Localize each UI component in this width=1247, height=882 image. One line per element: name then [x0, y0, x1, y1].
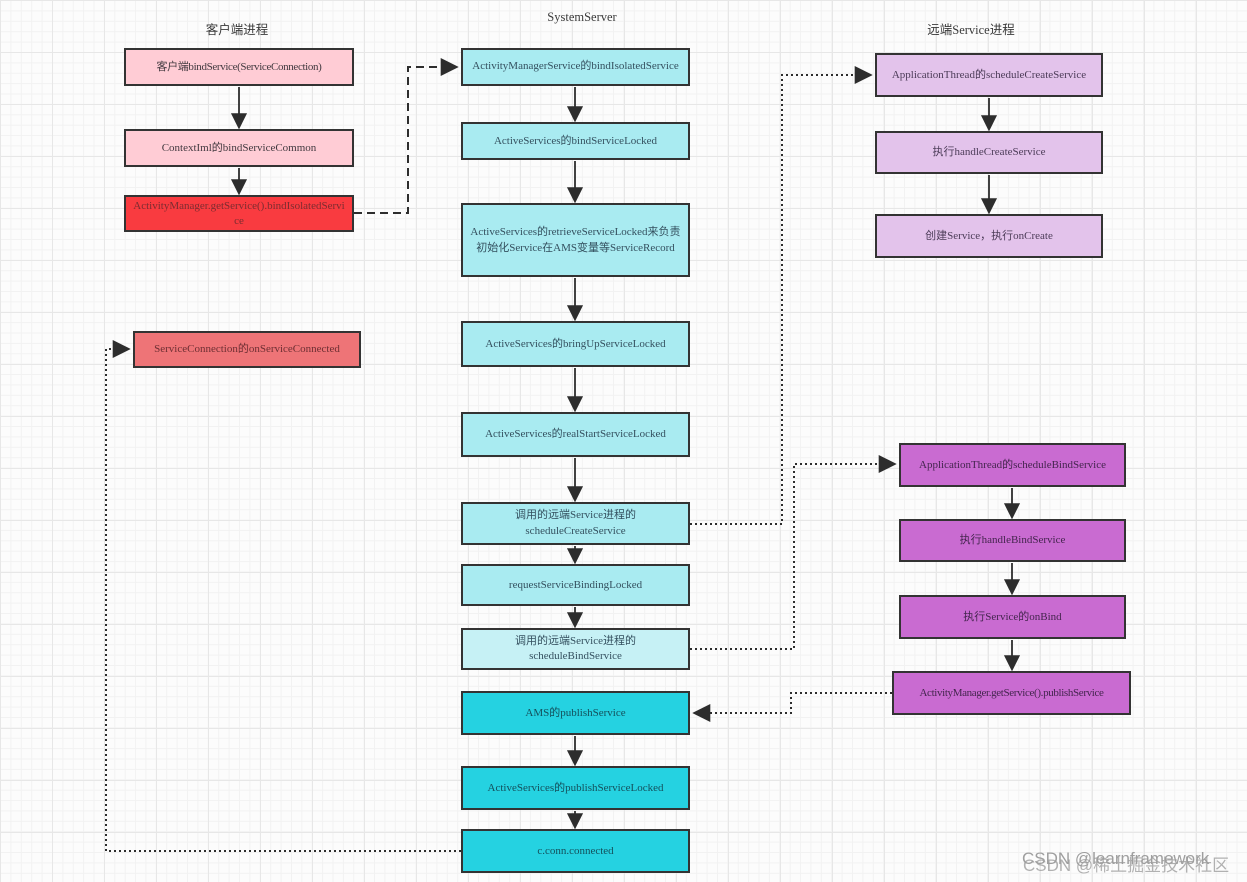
column-title-client-process: 客户端进程 [205, 23, 269, 37]
csdn-watermark: CSDN @learnframework CSDN @稀土掘金技术社区 [1022, 849, 1247, 875]
node-activeservices-retrieveservicelocked: ActiveServices的retrieveServiceLocked来负责初… [461, 203, 690, 277]
node-serviceconnection-onserviceconnected: ServiceConnection的onServiceConnected [133, 331, 361, 368]
node-handlecreateservice: 执行handleCreateService [875, 131, 1103, 174]
node-applicationthread-schedulebindservice: ApplicationThread的scheduleBindService [899, 443, 1126, 487]
node-applicationthread-schedulecreateservice: ApplicationThread的scheduleCreateService [875, 53, 1103, 97]
node-client-bindservice: 客户端bindService(ServiceConnection) [124, 48, 354, 86]
watermark-text-latin: CSDN @learnframework [1022, 849, 1210, 868]
node-activitymanager-publishservice: ActivityManager.getService().publishServ… [892, 671, 1131, 715]
edge-m8-to-r4-dotted [690, 455, 897, 650]
node-ams-publishservice: AMS的publishService [461, 691, 690, 735]
column-title-system-server: SystemServer [547, 10, 617, 24]
node-requestservicebindinglocked: requestServiceBindingLocked [461, 564, 690, 606]
edge-l3-to-m1-dashed [354, 58, 459, 214]
node-activitymanager-bindisolatedservice: ActivityManager.getService().bindIsolate… [124, 195, 354, 232]
node-cconn-connected: c.conn.connected [461, 829, 690, 873]
edge-r7-to-m9-dotted [692, 692, 892, 722]
node-ams-bindisolatedservice: ActivityManagerService的bindIsolatedServi… [461, 48, 690, 86]
column-title-remote-service-process: 远端Service进程 [927, 23, 1015, 37]
node-activeservices-publishservicelocked: ActiveServices的publishServiceLocked [461, 766, 690, 810]
node-activeservices-bringupservicelocked: ActiveServices的bringUpServiceLocked [461, 321, 690, 367]
node-create-service-oncreate: 创建Service，执行onCreate [875, 214, 1103, 258]
node-service-onbind: 执行Service的onBind [899, 595, 1126, 639]
watermark-text-cjk: CSDN @稀土掘金技术社区 [1023, 856, 1230, 875]
edge-m11-to-l4-dotted [105, 340, 461, 852]
node-contextiml-bindservicecommon: ContextIml的bindServiceCommon [124, 129, 354, 167]
edge-m6-to-r1-dotted [690, 66, 873, 525]
node-activeservices-realstartservicelocked: ActiveServices的realStartServiceLocked [461, 412, 690, 457]
node-call-remote-schedulebindservice: 调用的远端Service进程的scheduleBindService [461, 628, 690, 670]
node-activeservices-bindservicelocked: ActiveServices的bindServiceLocked [461, 122, 690, 160]
node-call-remote-schedulecreateservice: 调用的远端Service进程的scheduleCreateService [461, 502, 690, 545]
node-handlebindservice: 执行handleBindService [899, 519, 1126, 562]
